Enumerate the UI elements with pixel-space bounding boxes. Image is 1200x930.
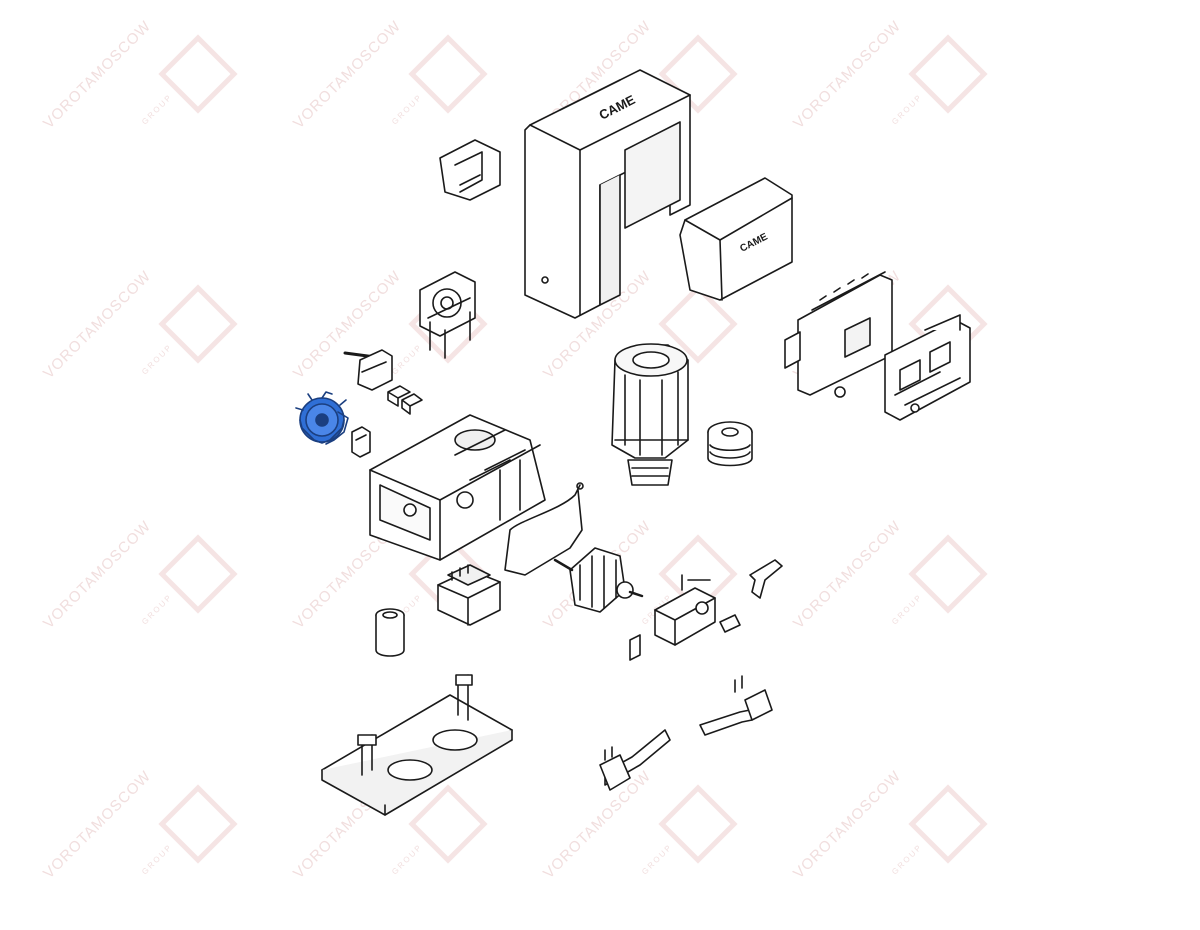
rack-bracket-right[interactable]	[699, 675, 773, 736]
transformer[interactable]	[437, 564, 501, 626]
foundation-plate[interactable]	[321, 674, 513, 816]
gearbox-housing[interactable]	[369, 414, 546, 561]
exploded-parts-diagram: CAME CAME	[295, 69, 971, 816]
limit-switch[interactable]	[343, 349, 393, 391]
electronic-card[interactable]	[884, 314, 971, 421]
pulley[interactable]	[707, 421, 753, 467]
release-lever[interactable]	[749, 559, 783, 599]
pinion-gear[interactable]	[295, 391, 349, 445]
small-bracket[interactable]	[351, 426, 371, 458]
end-cap[interactable]	[439, 139, 501, 201]
cable-clips[interactable]	[387, 385, 423, 415]
gasket-wire[interactable]	[504, 482, 584, 576]
rack-bracket-left[interactable]	[599, 729, 671, 791]
main-cover[interactable]: CAME	[524, 69, 691, 319]
encoder-unit[interactable]	[629, 574, 741, 661]
motor-stator[interactable]	[611, 343, 689, 486]
motor-rotor[interactable]	[553, 547, 644, 613]
control-board[interactable]	[784, 271, 893, 398]
bushing[interactable]	[375, 608, 405, 657]
side-cover[interactable]: CAME	[679, 177, 793, 301]
fan-bracket[interactable]	[419, 271, 476, 359]
